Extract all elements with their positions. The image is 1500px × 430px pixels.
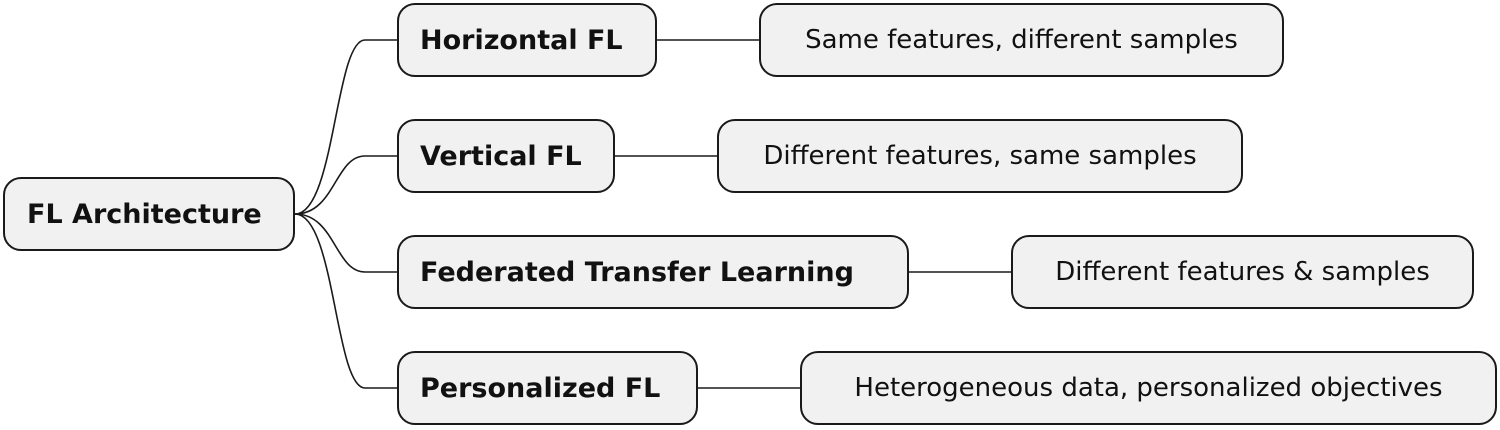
branch-node-vertical-fl: Vertical FL [397,119,615,193]
branch-node-label: Horizontal FL [420,24,623,56]
leaf-node-federated-transfer-learning-description: Different features & samples [1011,235,1474,309]
root-node-fl-architecture: FL Architecture [3,177,295,251]
branch-node-label: Personalized FL [420,372,661,404]
connector-root-personalized-fl [294,213,397,389]
branch-node-label: Vertical FL [420,140,582,172]
branch-node-federated-transfer-learning: Federated Transfer Learning [397,235,909,309]
leaf-node-label: Heterogeneous data, personalized objecti… [854,373,1443,403]
branch-node-horizontal-fl: Horizontal FL [397,3,657,77]
root-node-label: FL Architecture [27,198,262,230]
branch-node-personalized-fl: Personalized FL [397,351,698,425]
connector-root-vertical-fl [294,155,397,215]
leaf-node-vertical-fl-description: Different features, same samples [717,119,1243,193]
leaf-node-label: Same features, different samples [805,25,1238,55]
leaf-node-label: Different features & samples [1055,257,1430,287]
branch-node-label: Federated Transfer Learning [420,256,854,288]
leaf-node-horizontal-fl-description: Same features, different samples [759,3,1284,77]
connector-root-horizontal-fl [294,39,397,215]
leaf-node-label: Different features, same samples [763,141,1197,171]
leaf-node-personalized-fl-description: Heterogeneous data, personalized objecti… [800,351,1497,425]
connector-root-federated-transfer-learning [294,213,397,273]
